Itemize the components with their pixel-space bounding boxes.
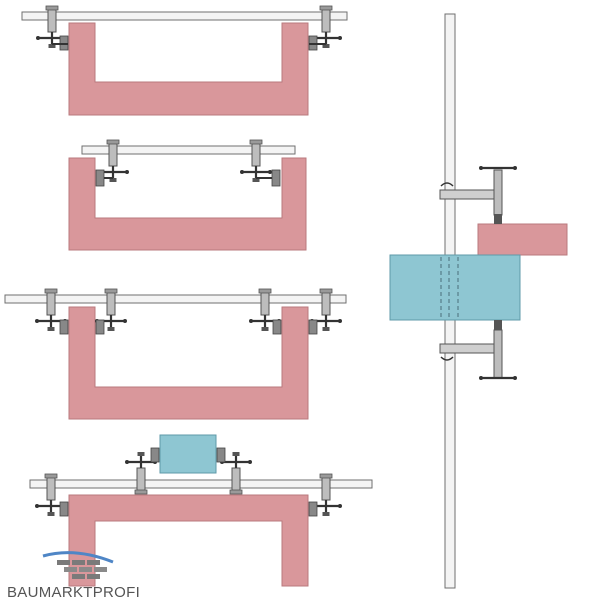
- upper-clamp: [439, 166, 517, 224]
- panel-vertical-assembly: [389, 13, 568, 589]
- clamp-bar: [4, 294, 347, 304]
- panel-u-inside: [68, 138, 307, 251]
- lower-clamp: [439, 320, 517, 380]
- pink-workpiece: [477, 223, 568, 256]
- blue-workpiece: [389, 254, 521, 321]
- inverted-u-workpiece: [68, 494, 309, 587]
- clamp-bar: [81, 145, 296, 155]
- roof-icon: [42, 551, 114, 564]
- u-workpiece: [68, 157, 307, 251]
- brick-icon: [57, 560, 107, 579]
- panel-inverted-u-block: [29, 434, 373, 587]
- panel-u-four-clamps: [4, 287, 347, 420]
- clamp-bar: [21, 11, 348, 21]
- hidden-edges: [440, 257, 459, 318]
- blue-block: [159, 434, 217, 474]
- brand-name: BAUMARKTPROFI: [7, 584, 140, 600]
- brand-logo: BAUMARKTPROFI: [7, 551, 140, 600]
- u-workpiece: [68, 306, 309, 420]
- clamp-bar: [29, 479, 373, 489]
- panel-u-outside: [21, 4, 348, 116]
- u-workpiece: [68, 22, 309, 116]
